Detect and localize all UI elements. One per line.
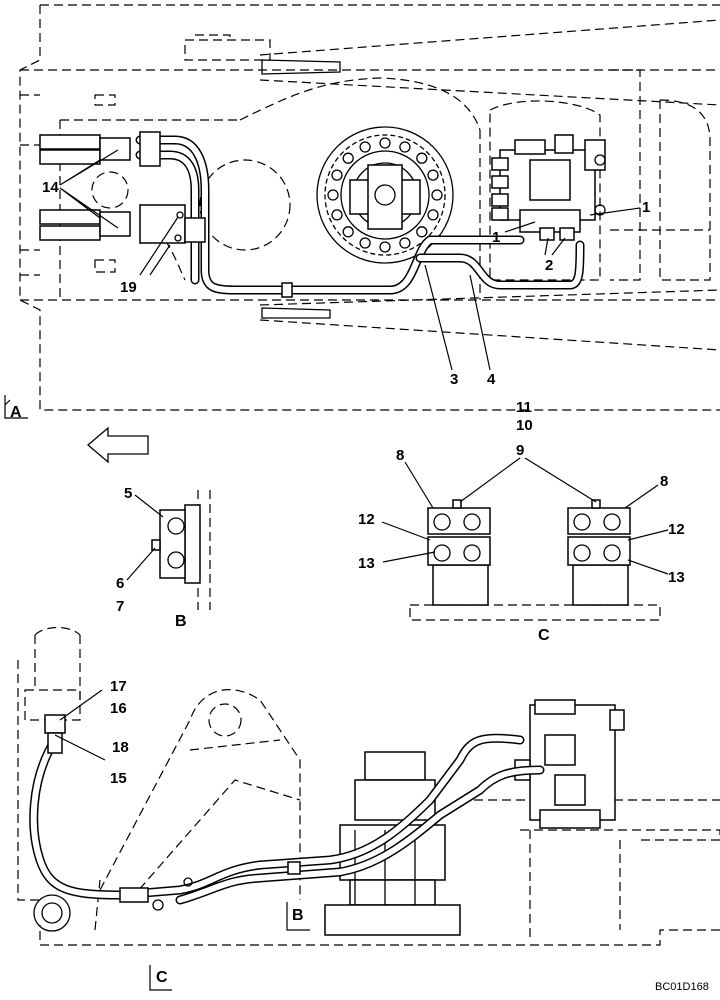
control-valve-top: [491, 134, 606, 241]
callout-18: 18: [112, 739, 129, 756]
callout-8a: 8: [396, 447, 404, 464]
bolt-head: [342, 226, 354, 238]
callout-10: 10: [516, 417, 533, 434]
callout-12a: 12: [358, 511, 375, 528]
side-view-frame: [17, 626, 720, 946]
view-b-c-markers: [149, 902, 310, 991]
bolt-head: [327, 189, 339, 201]
callout-3: 3: [450, 371, 458, 388]
bolt-head: [399, 141, 411, 153]
callout-19: 19: [120, 279, 137, 296]
bolt-head: [359, 237, 371, 249]
callout-12b: 12: [668, 521, 685, 538]
bolt-head: [416, 226, 428, 238]
view-b-title: B: [175, 613, 187, 630]
drawing-id: BC01D168: [655, 981, 709, 993]
callout-16: 16: [110, 700, 127, 717]
callout-15: 15: [110, 770, 127, 787]
callout-5: 5: [124, 485, 132, 502]
callout-13a: 13: [358, 555, 375, 572]
callout-4: 4: [487, 371, 496, 388]
boom-cylinders-top: [39, 131, 206, 244]
callout-6: 6: [116, 575, 124, 592]
callout-2: 2: [545, 257, 553, 274]
bolt-head: [427, 209, 439, 221]
leaders-top: [59, 149, 641, 371]
top-view-frame: [19, 4, 720, 411]
bolt-head: [359, 141, 371, 153]
bolt-head: [431, 189, 443, 201]
hoses-top: [135, 135, 585, 298]
view-c-title: C: [538, 627, 550, 644]
callout-9: 9: [516, 442, 524, 459]
bolt-head: [379, 241, 391, 253]
callout-11: 11: [516, 399, 532, 416]
view-b-detail: [126, 490, 211, 610]
callout-7: 7: [116, 598, 124, 615]
view-c-detail: [381, 457, 669, 621]
view-b-letter: B: [292, 907, 304, 924]
callout-13b: 13: [668, 569, 685, 586]
callout-8b: 8: [660, 473, 668, 490]
callout-1b: 1: [492, 229, 500, 246]
swing-motor: [316, 126, 454, 264]
bolt-head: [399, 237, 411, 249]
swing-motor-side: [324, 751, 461, 936]
bolt-head: [379, 137, 391, 149]
view-c-letter: C: [156, 969, 168, 986]
hoses-side: [29, 689, 545, 932]
callout-17: 17: [110, 678, 127, 695]
bolt-head: [427, 169, 439, 181]
callout-1a: 1: [642, 199, 650, 216]
control-valve-side: [514, 699, 625, 829]
bolt-head: [342, 152, 354, 164]
bolt-head: [331, 169, 343, 181]
view-a-letter: A: [10, 404, 22, 421]
bolt-head: [416, 152, 428, 164]
callout-14: 14: [42, 179, 59, 196]
view-a-marker: [4, 395, 149, 464]
bolt-head: [331, 209, 343, 221]
